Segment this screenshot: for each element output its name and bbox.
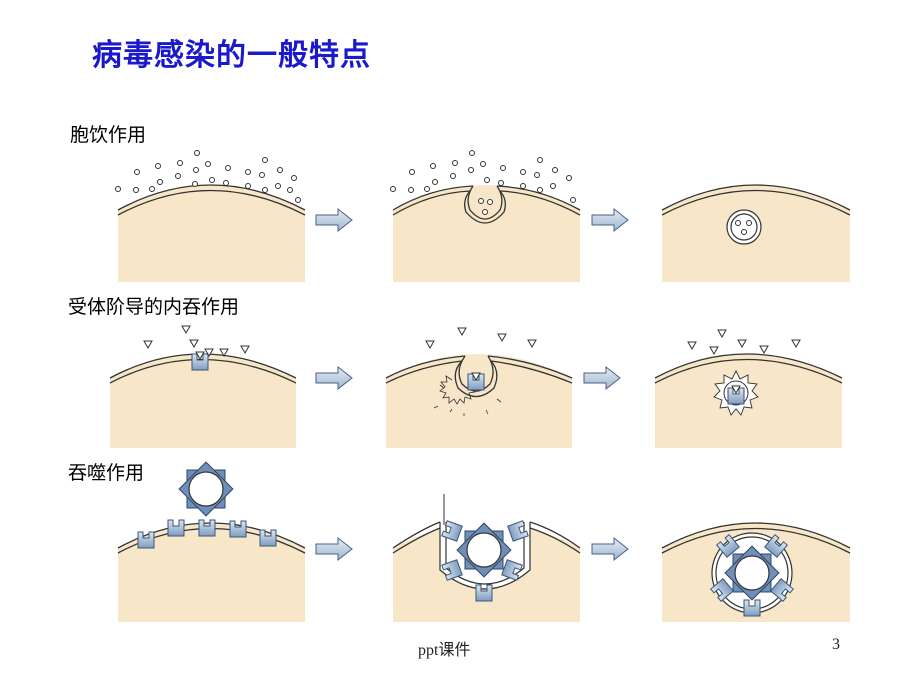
footer-text: ppt课件 (418, 642, 471, 659)
receptor-endocytosis-stage-2 (385, 327, 573, 448)
phagocytosis-stage-1 (117, 461, 306, 622)
arrow-right-icon (315, 366, 353, 390)
phagocytosis-stage-2 (392, 494, 581, 622)
receptor-endocytosis-stage-3 (654, 329, 843, 448)
page-number: 3 (832, 636, 840, 653)
arrow-right-icon (591, 208, 629, 232)
row-label-receptor-endocytosis: 受体阶导的内吞作用 (68, 296, 240, 318)
row-label-phagocytosis: 吞噬作用 (68, 462, 145, 484)
row-label-pinocytosis: 胞饮作用 (70, 124, 147, 146)
arrow-right-icon (591, 537, 629, 561)
receptor-endocytosis-stage-1 (109, 325, 297, 448)
pinocytosis-stage-2 (390, 150, 581, 282)
slide-title: 病毒感染的一般特点 (92, 38, 371, 73)
phagocytosis-stage-3 (661, 522, 851, 622)
arrow-right-icon (583, 366, 621, 390)
arrow-right-icon (315, 537, 353, 561)
arrow-right-icon (315, 208, 353, 232)
pinocytosis-stage-3 (661, 184, 851, 282)
pinocytosis-stage-1 (115, 150, 306, 282)
